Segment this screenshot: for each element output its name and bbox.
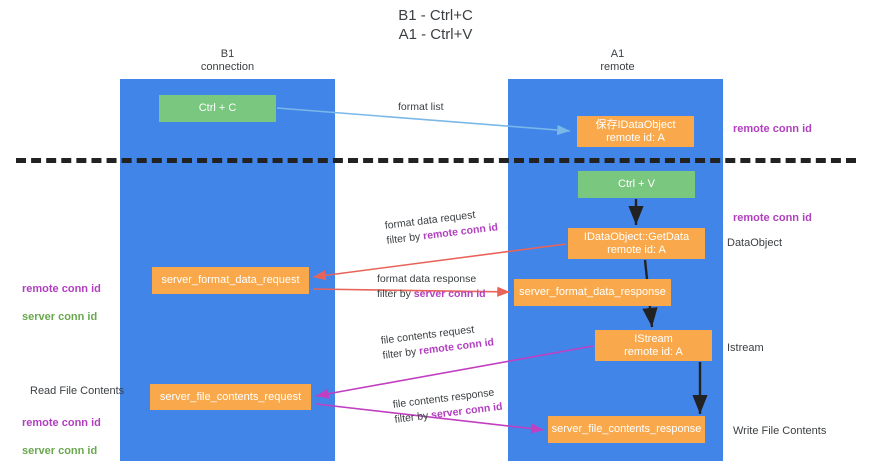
arrow-file-contents-request bbox=[315, 345, 594, 399]
node-idataobject[interactable]: 保存IDataObject remote id: A bbox=[577, 116, 694, 147]
page-title: B1 - Ctrl+C A1 - Ctrl+V bbox=[398, 7, 473, 43]
filter-prefix: filter by bbox=[381, 345, 420, 362]
label-left-conn-ids: remote conn id server conn id bbox=[22, 268, 101, 338]
arrow-label-format-data-response: format data response filter by server co… bbox=[377, 272, 486, 302]
filter-key-server-conn-id: server conn id bbox=[413, 288, 486, 300]
arrow-label-format-data-response-filter: filter by server conn id bbox=[377, 287, 486, 302]
node-idataobject-getdata[interactable]: IDataObject::GetData remote id: A bbox=[568, 228, 705, 259]
filter-prefix: filter by bbox=[393, 409, 432, 426]
label-right-dataobject: DataObject bbox=[727, 237, 783, 249]
node-istream[interactable]: IStream remote id: A bbox=[595, 330, 712, 361]
arrow-format-data-request bbox=[312, 243, 567, 281]
node-server-file-contents-response[interactable]: server_file_contents_response bbox=[548, 416, 705, 443]
node-server-format-data-response[interactable]: server_format_data_response bbox=[514, 279, 671, 306]
node-ctrl-c[interactable]: Ctrl + C bbox=[159, 95, 276, 122]
label-right-remote-conn-id-top: remote conn id bbox=[733, 123, 812, 135]
label-left-read-file-contents: Read File Contents bbox=[30, 385, 125, 397]
label-right-write-file-contents: Write File Contents bbox=[733, 425, 827, 437]
arrow-format-data-response bbox=[312, 286, 511, 297]
label-left-server-conn-id-2: server conn id bbox=[22, 445, 98, 457]
lane-header-b1: B1 connection bbox=[200, 48, 255, 73]
label-right-remote-conn-id-mid: remote conn id bbox=[733, 212, 812, 224]
arrow-file-contents-response bbox=[315, 403, 545, 434]
label-left-server-conn-id: server conn id bbox=[22, 311, 98, 323]
lane-header-a1: A1 remote bbox=[600, 48, 635, 73]
arrow-format-list bbox=[276, 107, 571, 136]
arrow-label-format-data-response-text: format data response bbox=[377, 273, 477, 285]
arrow-label-format-list: format list bbox=[398, 101, 444, 113]
phase-divider bbox=[16, 158, 856, 163]
label-left-remote-conn-id-2: remote conn id bbox=[22, 417, 101, 429]
label-right-istream: Istream bbox=[727, 342, 764, 354]
node-server-format-data-request[interactable]: server_format_data_request bbox=[152, 267, 309, 294]
node-ctrl-v[interactable]: Ctrl + V bbox=[578, 171, 695, 198]
node-server-file-contents-request[interactable]: server_file_contents_request bbox=[150, 384, 311, 410]
filter-prefix: filter by bbox=[385, 230, 424, 247]
label-left-conn-ids-2: remote conn id server conn id bbox=[22, 402, 101, 472]
filter-prefix: filter by bbox=[377, 288, 414, 300]
label-left-remote-conn-id: remote conn id bbox=[22, 283, 101, 295]
